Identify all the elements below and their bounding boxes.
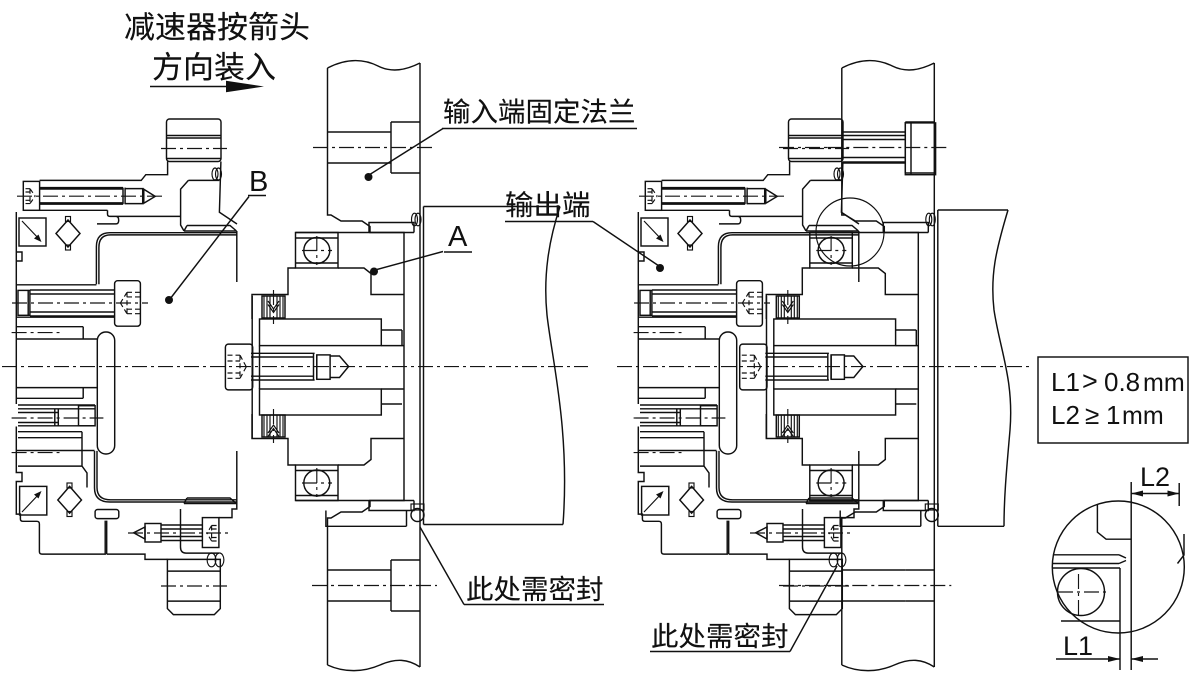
- svg-text:≥: ≥: [1085, 400, 1099, 430]
- svg-text:A: A: [448, 221, 468, 253]
- svg-text:B: B: [249, 166, 268, 198]
- svg-text:0.8: 0.8: [1104, 367, 1140, 397]
- svg-text:>: >: [1082, 366, 1098, 396]
- svg-text:mm: mm: [1122, 402, 1164, 430]
- svg-text:mm: mm: [1143, 369, 1185, 397]
- svg-text:L1: L1: [1063, 631, 1093, 661]
- svg-text:1: 1: [1106, 400, 1120, 430]
- svg-text:L2: L2: [1140, 462, 1170, 492]
- svg-text:L2: L2: [1051, 400, 1080, 430]
- svg-text:L1: L1: [1051, 367, 1080, 397]
